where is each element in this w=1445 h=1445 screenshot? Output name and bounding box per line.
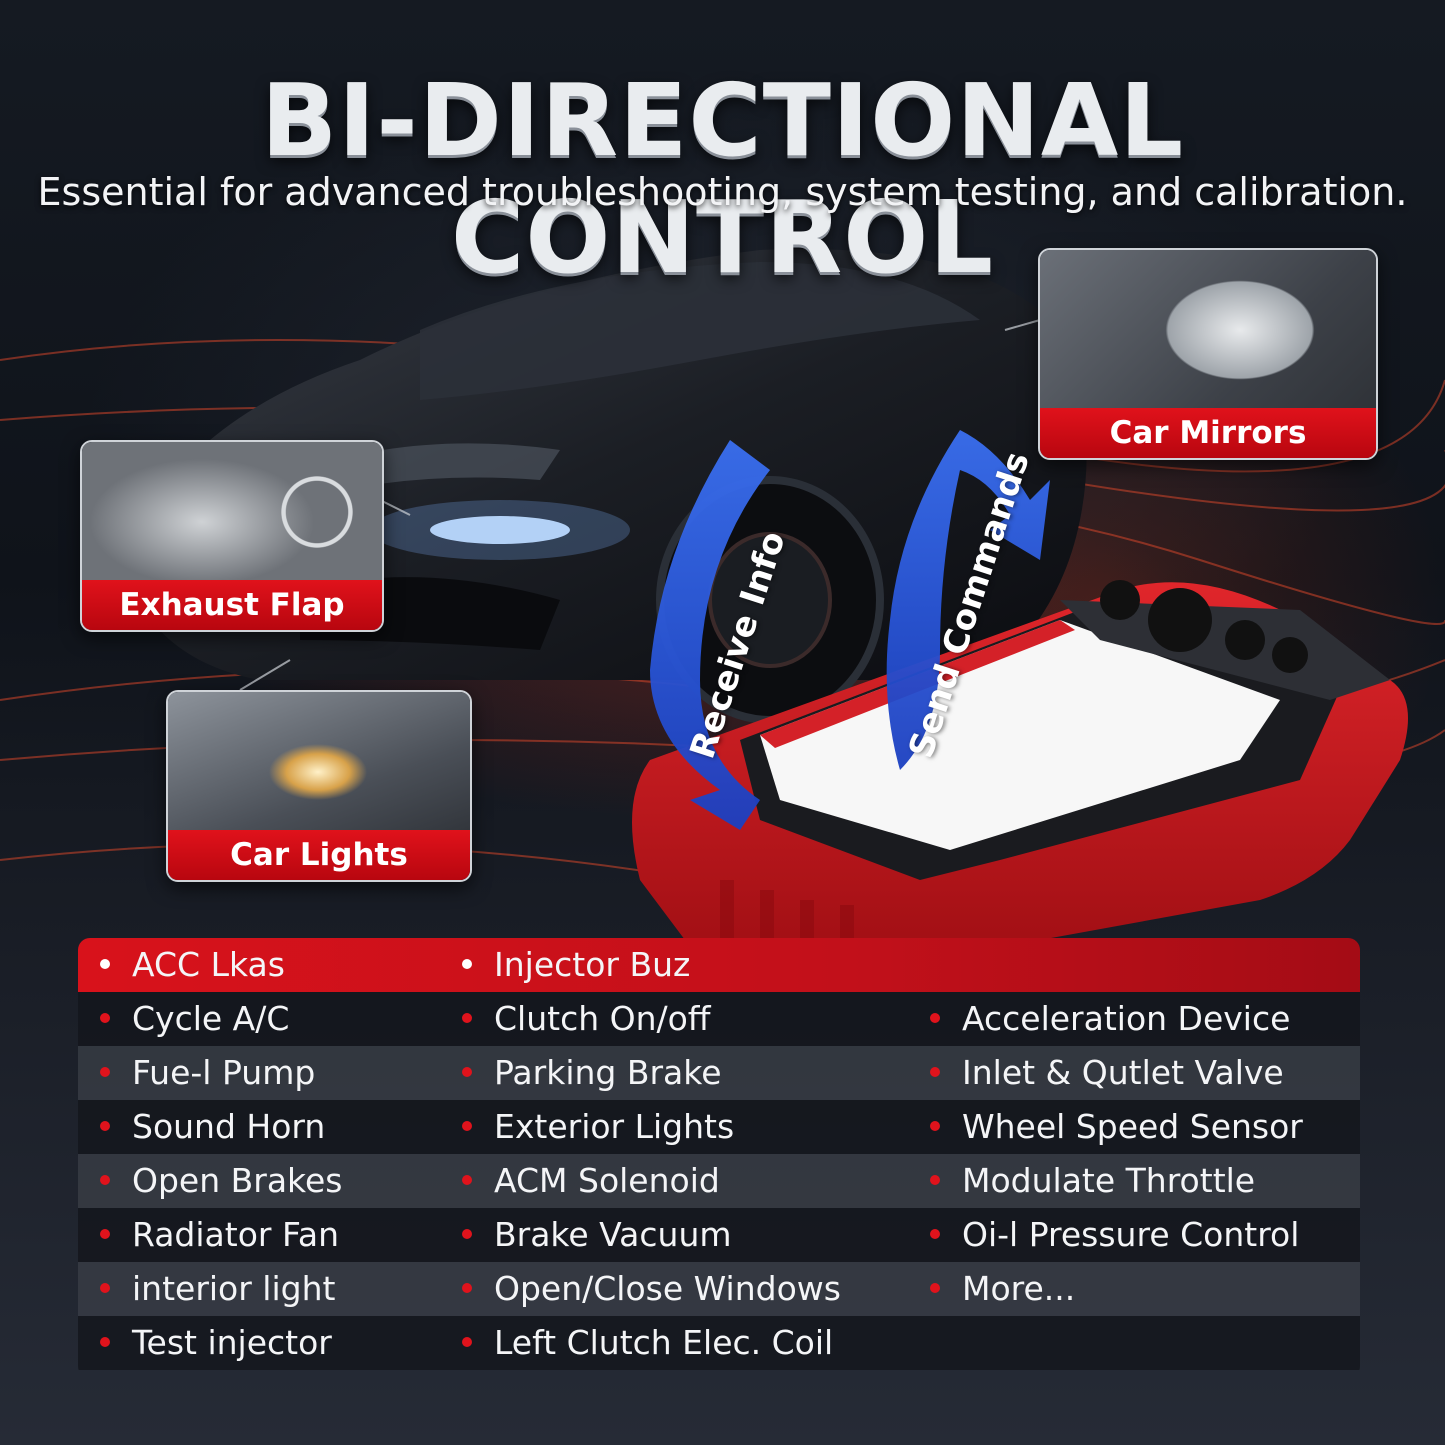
bullet-icon: [100, 1282, 110, 1293]
function-item: ACM Solenoid: [462, 1154, 720, 1208]
bullet-icon: [930, 1012, 940, 1023]
table-row: Cycle A/C Clutch On/off Acceleration Dev…: [78, 992, 1360, 1046]
table-row: Test injector Left Clutch Elec. Coil: [78, 1316, 1360, 1370]
function-item: Radiator Fan: [100, 1208, 339, 1262]
callout-label: Exhaust Flap: [82, 580, 382, 630]
table-row: interior light Open/Close Windows More..…: [78, 1262, 1360, 1316]
bullet-icon: [100, 1012, 110, 1023]
function-item: Wheel Speed Sensor: [930, 1100, 1303, 1154]
callout-label: Car Lights: [168, 830, 470, 880]
callout-exhaust-flap: Exhaust Flap: [80, 440, 384, 632]
function-item: Brake Vacuum: [462, 1208, 732, 1262]
page-subtitle: Essential for advanced troubleshooting, …: [37, 170, 1408, 214]
function-item: Oi-l Pressure Control: [930, 1208, 1299, 1262]
table-row: Fue-l Pump Parking Brake Inlet & Qutlet …: [78, 1046, 1360, 1100]
bullet-icon: [462, 1282, 472, 1293]
bullet-icon: [462, 958, 472, 969]
function-item: More...: [930, 1262, 1075, 1316]
callout-car-lights: Car Lights: [166, 690, 472, 882]
function-item: Sound Horn: [100, 1100, 325, 1154]
function-item: ACC Lkas: [100, 938, 285, 992]
function-item: Modulate Throttle: [930, 1154, 1255, 1208]
bullet-icon: [930, 1066, 940, 1077]
bullet-icon: [100, 1228, 110, 1239]
callout-car-mirrors: Car Mirrors: [1038, 248, 1378, 460]
data-flow-arrows: [650, 430, 1050, 830]
bullet-icon: [462, 1174, 472, 1185]
function-item: Acceleration Device: [930, 992, 1290, 1046]
bullet-icon: [930, 1282, 940, 1293]
function-item: Open Brakes: [100, 1154, 343, 1208]
bullet-icon: [100, 1336, 110, 1347]
bullet-icon: [100, 1120, 110, 1131]
functions-table: ACC Lkas Injector Buz Cycle A/C Clutch O…: [78, 938, 1360, 1378]
table-row: ACC Lkas Injector Buz: [78, 938, 1360, 992]
bullet-icon: [930, 1174, 940, 1185]
function-item: Test injector: [100, 1316, 332, 1370]
bullet-icon: [462, 1012, 472, 1023]
bullet-icon: [462, 1336, 472, 1347]
callout-label: Car Mirrors: [1040, 408, 1376, 458]
function-item: Exterior Lights: [462, 1100, 734, 1154]
bullet-icon: [100, 1066, 110, 1077]
table-row: Radiator Fan Brake Vacuum Oi-l Pressure …: [78, 1208, 1360, 1262]
bullet-icon: [462, 1120, 472, 1131]
table-row: Open Brakes ACM Solenoid Modulate Thrott…: [78, 1154, 1360, 1208]
bullet-icon: [100, 958, 110, 969]
bullet-icon: [462, 1066, 472, 1077]
function-item: Cycle A/C: [100, 992, 289, 1046]
function-item: Clutch On/off: [462, 992, 711, 1046]
bullet-icon: [930, 1120, 940, 1131]
bullet-icon: [462, 1228, 472, 1239]
function-item: Injector Buz: [462, 938, 690, 992]
page-title: BI-DIRECTIONAL CONTROL: [260, 62, 1185, 296]
function-item: Open/Close Windows: [462, 1262, 841, 1316]
function-item: Inlet & Qutlet Valve: [930, 1046, 1284, 1100]
function-item: Parking Brake: [462, 1046, 722, 1100]
bullet-icon: [100, 1174, 110, 1185]
function-item: Left Clutch Elec. Coil: [462, 1316, 833, 1370]
table-row: Sound Horn Exterior Lights Wheel Speed S…: [78, 1100, 1360, 1154]
function-item: interior light: [100, 1262, 335, 1316]
bullet-icon: [930, 1228, 940, 1239]
function-item: Fue-l Pump: [100, 1046, 315, 1100]
